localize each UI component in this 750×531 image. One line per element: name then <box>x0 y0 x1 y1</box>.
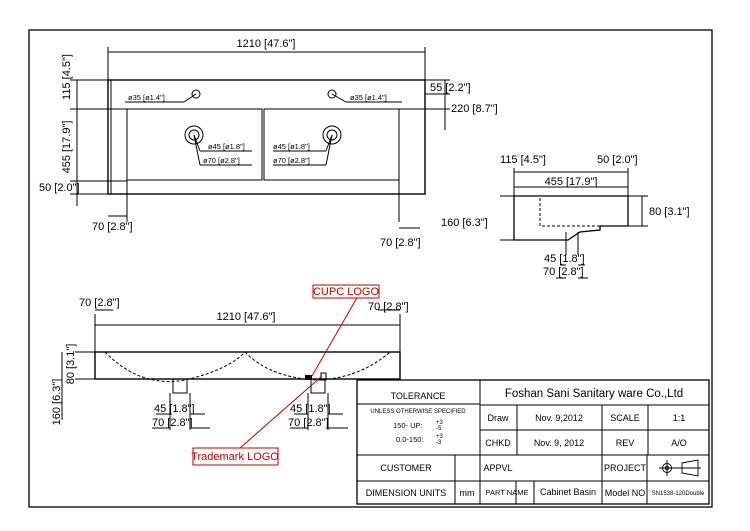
left-drain-outer <box>184 125 204 145</box>
right-tap-hole <box>327 89 337 99</box>
drain-70-right: ø70 [ø2.8"] <box>273 156 310 165</box>
tap-offset: 55 [2.2"] <box>430 82 471 94</box>
trademark-callout-leader <box>239 375 323 449</box>
left-drain-inner <box>188 129 200 141</box>
front-view <box>61 309 401 430</box>
cupc-logo-callout: CUPC LOGO <box>313 286 379 298</box>
part-name-value: Cabinet Basin <box>540 487 596 497</box>
company-name: Foshan Sani Sanitary ware Co.,Ltd <box>505 388 683 400</box>
left-drain-pipe <box>172 378 188 394</box>
tolerance-title: TOLERANCE <box>391 391 446 401</box>
drain-45-right: ø45 [ø1.8"] <box>273 142 310 151</box>
tolerance-unless: UNLESS OTHERWISE SPECIFIED <box>370 409 466 415</box>
scale-value: 1:1 <box>673 413 686 423</box>
front-drain-45-left: 45 [1.8"] <box>154 403 195 415</box>
front-outline <box>94 351 401 380</box>
chkd-date: Nov. 9, 2012 <box>534 438 584 448</box>
left-bowl-profile <box>104 351 246 382</box>
tap-hole-label-left: ø35 [ø1.4"] <box>128 93 165 102</box>
front-edge-right: 70 [2.8"] <box>368 301 409 313</box>
trademark-callout-box <box>192 447 279 466</box>
right-drain-outer <box>322 125 342 145</box>
dimension-units-value: mm <box>460 488 475 498</box>
side-height-80: 80 [3.1"] <box>649 206 690 218</box>
cupc-callout-box <box>312 284 380 299</box>
side-view <box>500 168 648 279</box>
plan-overall-width: 1210 [47.6"] <box>237 38 296 50</box>
title-block <box>356 379 710 505</box>
cupc-logo-mark <box>305 375 312 380</box>
drain-45-left: ø45 [ø1.8"] <box>208 142 245 151</box>
right-drain-pipe <box>310 378 326 394</box>
left-tap-hole <box>191 89 201 99</box>
tol-150-up-plus: +3 <box>436 420 444 426</box>
side-drain-45: 45 [1.8"] <box>544 253 585 265</box>
right-bowl <box>263 108 400 181</box>
drain-70-left: ø70 [ø2.8"] <box>203 156 240 165</box>
tol-0-150: 0.0-150: <box>396 435 424 444</box>
front-drain-70-right: 70 [2.8"] <box>288 417 329 429</box>
plan-depth-top: 115 [4.5"] <box>61 54 73 100</box>
tol-150-up-minus: -5 <box>436 426 442 432</box>
plan-depth-basin: 455 [17.9"] <box>61 121 73 174</box>
rev-label: REV <box>616 438 635 448</box>
plan-edge-left: 70 [2.8"] <box>92 221 133 233</box>
tap-hole-label-right: ø35 [ø1.4"] <box>350 93 387 102</box>
dimension-units-label: DIMENSION UNITS <box>366 488 447 498</box>
basin-outline <box>107 79 426 195</box>
project-label: PROJECT <box>604 463 647 473</box>
model-no-label: Model NO <box>605 488 646 498</box>
right-drain-inner <box>326 129 338 141</box>
front-overall-width: 1210 [47.6"] <box>217 311 276 323</box>
plan-edge-right: 70 [2.8"] <box>380 237 421 249</box>
front-height-160: 160 [6.3"] <box>51 379 63 426</box>
cupc-callout-leader <box>311 295 359 377</box>
drawing-frame <box>28 29 713 508</box>
plan-view <box>70 47 450 229</box>
rev-value: A/O <box>671 438 687 448</box>
third-angle-projection-icon <box>659 459 701 477</box>
tol-0-150-minus: -3 <box>436 440 442 446</box>
front-drain-70-left: 70 [2.8"] <box>152 417 193 429</box>
tol-150-up: 150- UP: <box>393 421 423 430</box>
side-top-115: 115 [4.5"] <box>500 154 546 166</box>
side-drain-70: 70 [2.8"] <box>543 266 584 278</box>
side-profile <box>513 195 629 241</box>
tol-0-150-plus: +3 <box>436 434 444 440</box>
customer-label: CUSTOMER <box>380 463 432 473</box>
front-edge-left: 70 [2.8"] <box>79 297 120 309</box>
appvl-label: APPVL <box>483 463 512 473</box>
left-bowl <box>126 108 263 181</box>
model-no-value: SN1538-120Double <box>652 491 705 497</box>
part-name-label: PART NAME <box>486 488 529 497</box>
side-top-50: 50 [2.0"] <box>597 154 638 166</box>
chkd-label: CHKD <box>485 438 511 448</box>
draw-date: Nov. 9,2012 <box>535 413 583 423</box>
trademark-logo-callout: Trademark LOGO <box>191 451 279 463</box>
plan-depth-front: 50 [2.0"] <box>39 182 80 194</box>
basin-front-offset: 220 [8.7"] <box>451 103 498 115</box>
front-drain-45-right: 45 [1.8"] <box>290 403 331 415</box>
side-depth-455: 455 [17.9"] <box>545 176 598 188</box>
draw-label: Draw <box>487 413 509 423</box>
side-height-160: 160 [6.3"] <box>441 217 488 229</box>
scale-label: SCALE <box>610 413 640 423</box>
front-height-80: 80 [3.1"] <box>65 344 77 385</box>
